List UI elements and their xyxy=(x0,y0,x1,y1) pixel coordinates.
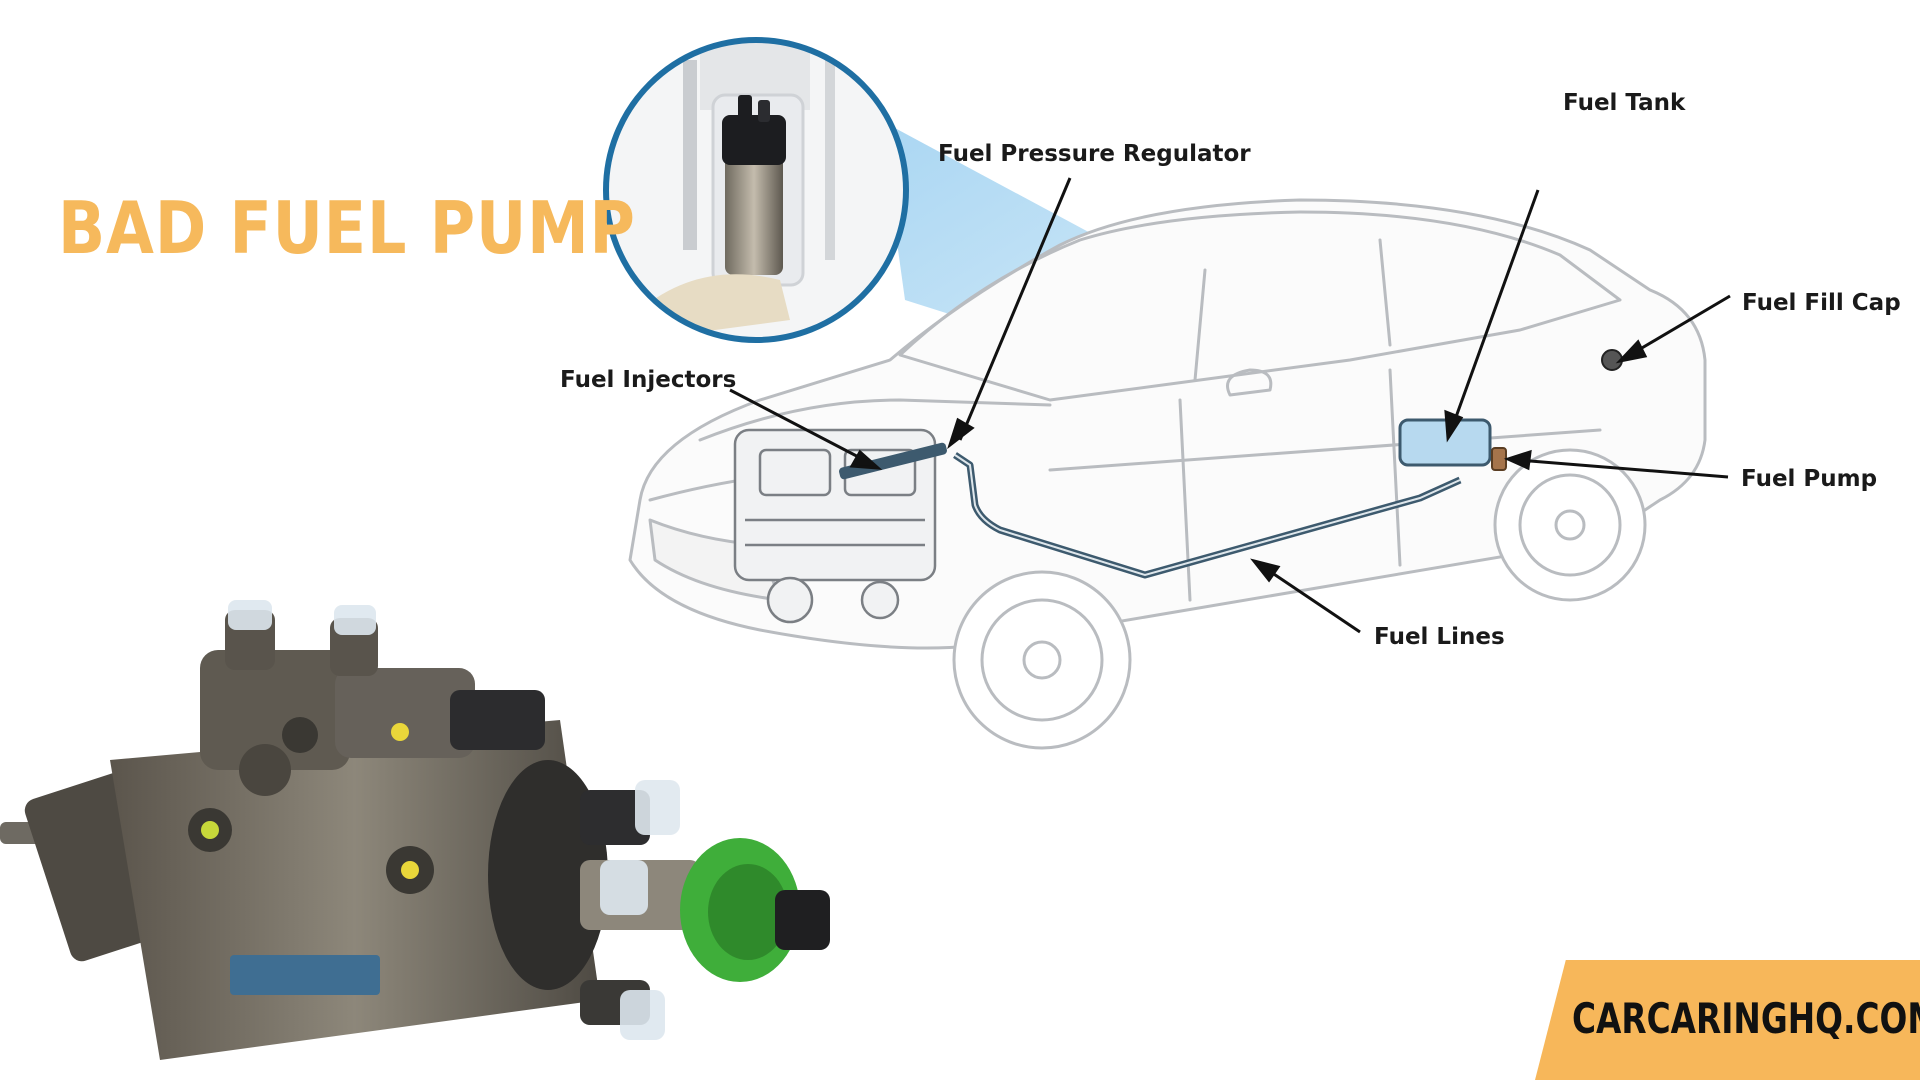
brand-website: CARCARINGHQ.COM xyxy=(1572,994,1920,1043)
callout-fuel-lines: Fuel Lines xyxy=(1374,624,1505,650)
callout-fuel-pressure-regulator: Fuel Pressure Regulator xyxy=(938,141,1251,167)
callout-fuel-tank: Fuel Tank xyxy=(1563,90,1686,116)
fuel-injector-rail xyxy=(839,442,947,480)
brand-banner xyxy=(1535,960,1920,1080)
fuel-pump-shape xyxy=(1491,447,1507,471)
fuel-tank-shape xyxy=(1398,418,1492,467)
callout-fuel-injectors: Fuel Injectors xyxy=(560,367,737,393)
callout-arrows xyxy=(729,177,1731,634)
magnifier-ring xyxy=(603,37,909,343)
injection-pump-photo xyxy=(0,600,830,1060)
callout-fuel-fill-cap: Fuel Fill Cap xyxy=(1742,290,1901,316)
callout-fuel-pump: Fuel Pump xyxy=(1741,466,1878,492)
headline-title: BAD FUEL PUMP xyxy=(58,186,636,270)
